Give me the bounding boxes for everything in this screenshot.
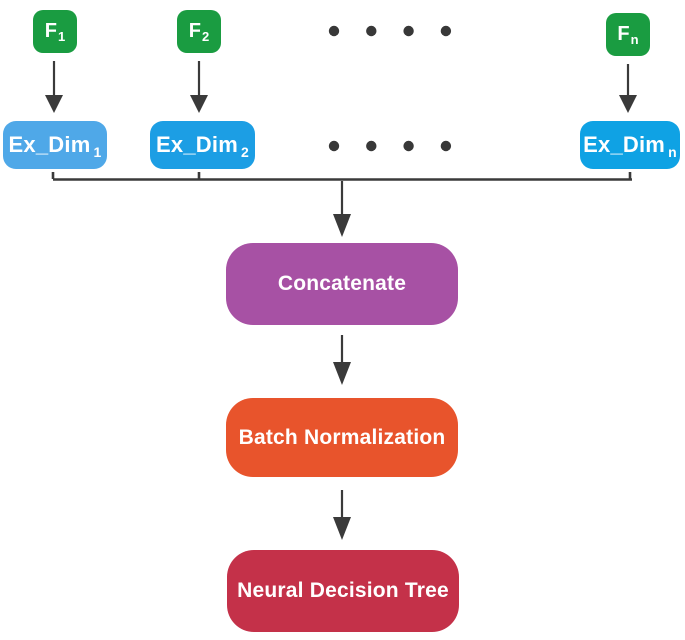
node-batch-normalization-label: Batch Normalization bbox=[238, 425, 446, 449]
node-feature-f1-label: F bbox=[44, 20, 57, 42]
node-feature-fn-label: F bbox=[617, 23, 630, 45]
ellipsis-dots bbox=[328, 25, 452, 152]
node-exdim2-label: Ex_Dim bbox=[156, 132, 238, 157]
node-exdim1-label: Ex_Dim bbox=[8, 132, 91, 157]
arrowhead-collector-to-concatenate bbox=[333, 214, 351, 237]
ellipsis-dot bbox=[440, 140, 452, 152]
ellipsis-dot bbox=[328, 140, 340, 152]
ellipsis-dot bbox=[328, 25, 340, 37]
connector-arrowheads bbox=[45, 95, 637, 540]
node-feature-f2-label: F bbox=[188, 20, 201, 42]
node-concatenate: Concatenate bbox=[226, 243, 458, 325]
node-feature-f1-subscript: 1 bbox=[57, 29, 66, 44]
ellipsis-dot bbox=[366, 140, 377, 152]
arrowhead-batchnorm-to-ndt bbox=[333, 517, 351, 540]
node-concatenate-label: Concatenate bbox=[277, 272, 407, 295]
ellipsis-dot bbox=[403, 25, 414, 37]
arrowhead-concatenate-to-batchnorm bbox=[333, 362, 351, 385]
node-feature-fn-subscript: n bbox=[630, 32, 639, 47]
node-exdim1-subscript: 1 bbox=[93, 144, 102, 160]
arrowhead-f2-to-exdim2 bbox=[190, 95, 208, 113]
node-feature-f2-subscript: 2 bbox=[201, 29, 210, 44]
node-neural-decision-tree-label: Neural Decision Tree bbox=[237, 579, 449, 602]
node-exdimn-label: Ex_Dim bbox=[583, 132, 666, 157]
node-neural-decision-tree: Neural Decision Tree bbox=[227, 550, 459, 632]
connector-strokes bbox=[51, 61, 632, 519]
ellipsis-dot bbox=[403, 140, 414, 152]
ellipsis-dot bbox=[440, 25, 452, 37]
ellipsis-dot bbox=[366, 25, 377, 37]
arrowhead-f1-to-exdim1 bbox=[45, 95, 63, 113]
node-exdimn-subscript: n bbox=[668, 144, 677, 160]
node-exdim2-subscript: 2 bbox=[240, 144, 249, 160]
node-batch-normalization: Batch Normalization bbox=[226, 398, 458, 477]
arrowhead-fn-to-exdimn bbox=[619, 95, 637, 113]
